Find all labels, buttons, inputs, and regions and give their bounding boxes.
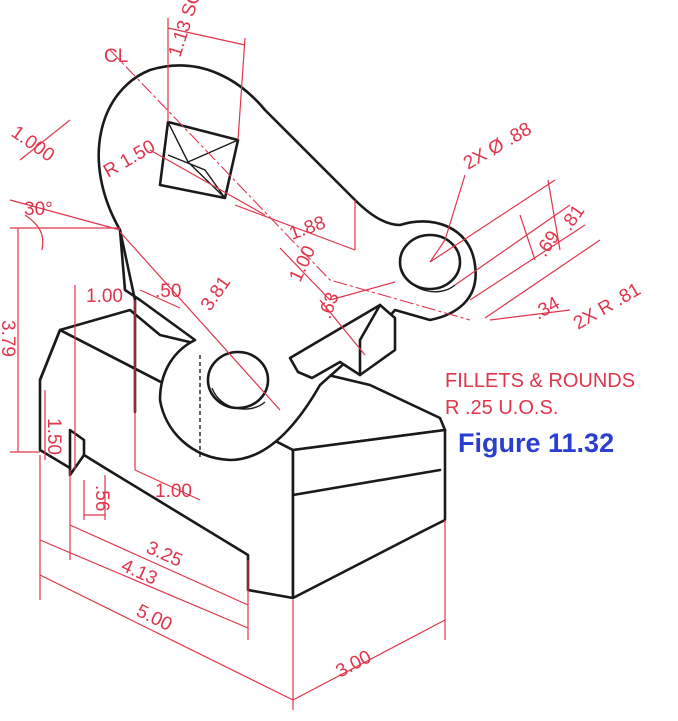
d300-line bbox=[292, 619, 446, 701]
fillets-note-line2: R .25 U.O.S. bbox=[445, 397, 559, 419]
dim-d1000: 1.000 bbox=[7, 122, 58, 166]
d325-line bbox=[69, 524, 249, 606]
dim-centerline: CL bbox=[104, 46, 128, 67]
d500-line bbox=[39, 574, 294, 701]
dim-sq: 1.13 SQ. bbox=[165, 0, 208, 60]
fillets-note-line1: FILLETS & ROUNDS bbox=[445, 370, 636, 392]
base-notch bbox=[68, 428, 86, 470]
lower-hole bbox=[206, 350, 270, 410]
dim-d50: .50 bbox=[155, 281, 181, 302]
d63-dim bbox=[319, 299, 366, 356]
dim-d500: 5.00 bbox=[133, 601, 175, 636]
d50-dim bbox=[139, 289, 181, 309]
d56-dim bbox=[83, 475, 106, 520]
d100a-ext bbox=[74, 285, 136, 470]
slot-edge bbox=[358, 303, 382, 377]
dim-d300: 3.00 bbox=[332, 647, 375, 683]
dim-hole: 2X Ø .88 bbox=[460, 119, 535, 175]
d188-dim bbox=[234, 200, 356, 251]
d100c-dim bbox=[134, 469, 201, 501]
base-round-edge bbox=[291, 468, 442, 497]
right-dim-lines bbox=[489, 179, 571, 321]
d381-dim bbox=[119, 231, 281, 411]
figure-title: Figure 11.32 bbox=[458, 428, 615, 458]
lower-hole-inner bbox=[211, 387, 266, 410]
arm-centerline bbox=[109, 49, 471, 321]
upper-hole-inner bbox=[401, 269, 456, 293]
dim-d100a: 1.00 bbox=[86, 286, 123, 307]
dim-d56: .56 bbox=[91, 485, 112, 511]
dim-r81: 2X R .81 bbox=[570, 279, 645, 334]
bottom-ext-lines bbox=[39, 455, 446, 710]
r150-leader bbox=[149, 149, 266, 216]
d100b-dim bbox=[279, 247, 396, 301]
sq-dim-line bbox=[167, 27, 246, 46]
d413-line bbox=[39, 539, 249, 629]
sq-extension-lines bbox=[167, 18, 246, 141]
d379-dim bbox=[10, 227, 120, 453]
dim-d379: 3.79 bbox=[0, 320, 18, 357]
hole-leader bbox=[429, 174, 466, 263]
d30-arc bbox=[24, 214, 44, 251]
dim-d30: 30° bbox=[24, 199, 53, 220]
dim-d100c: 1.00 bbox=[155, 481, 192, 502]
dim-d34: .34 bbox=[530, 293, 564, 325]
d1000-dim bbox=[9, 119, 121, 231]
right-ext-lines bbox=[429, 179, 601, 319]
dim-d150: 1.50 bbox=[43, 418, 64, 455]
dim-d81: .81 bbox=[557, 201, 589, 235]
base-front-face bbox=[291, 428, 447, 600]
